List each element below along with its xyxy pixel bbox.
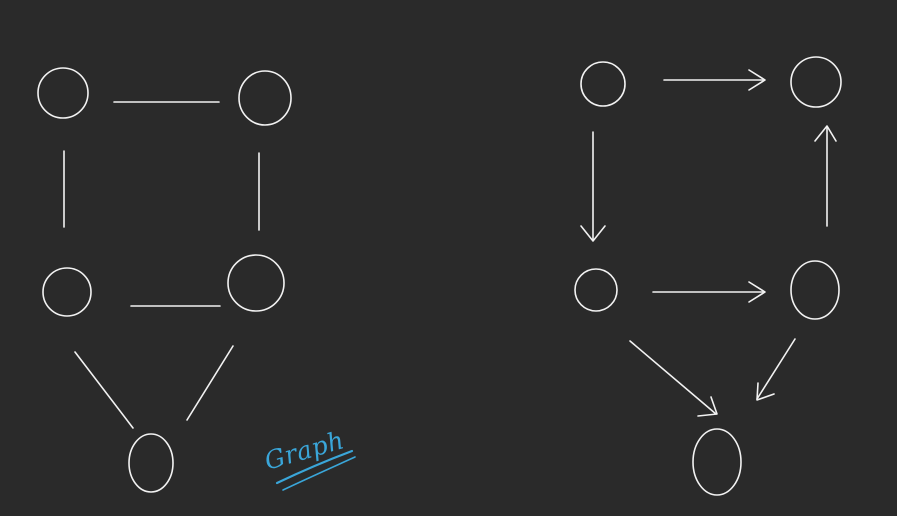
graph-label: Graph — [261, 425, 347, 475]
node-bottom — [692, 428, 742, 496]
arrow-lower-left — [629, 340, 718, 417]
graph-annotation: Graph — [261, 425, 356, 491]
edge-lower-right — [186, 345, 234, 421]
node-mid-left — [574, 268, 618, 312]
edge-lower-left — [74, 351, 134, 429]
node-bottom — [128, 433, 174, 493]
node-top-left — [37, 67, 89, 119]
arrow-top — [663, 69, 766, 91]
arrow-left-down — [580, 131, 606, 242]
node-mid-left — [42, 267, 92, 317]
node-mid-right — [790, 260, 840, 320]
directed-graph — [574, 56, 842, 496]
node-mid-right — [227, 254, 285, 312]
node-top-right — [790, 56, 842, 108]
underline-stroke-1 — [275, 449, 354, 485]
arrow-lower-right — [756, 338, 796, 401]
arrow-middle — [652, 281, 766, 303]
node-top-left — [580, 61, 626, 107]
undirected-graph — [37, 67, 292, 493]
node-top-right — [238, 70, 292, 126]
underline-stroke-2 — [282, 456, 356, 491]
arrow-right-up — [814, 125, 837, 227]
